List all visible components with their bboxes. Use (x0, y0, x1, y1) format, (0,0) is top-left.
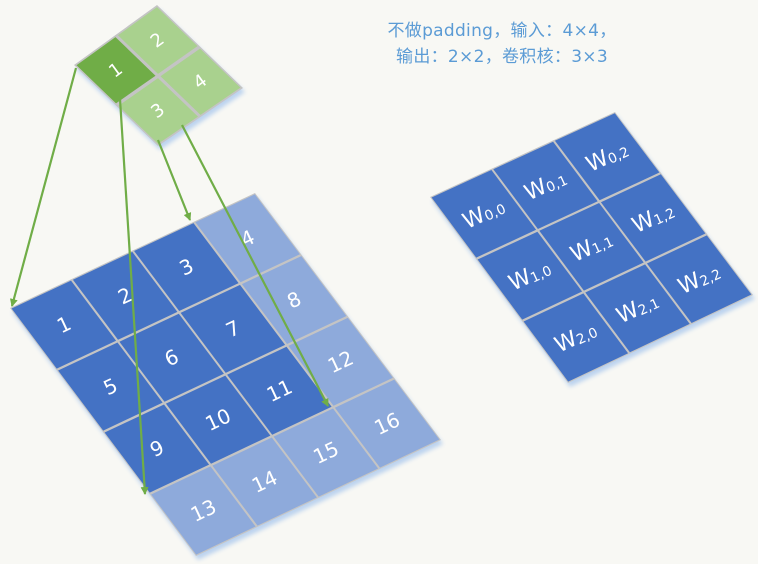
kernel-cell: W2,0 (523, 293, 629, 382)
output-cell-bg (118, 78, 198, 144)
input-cell-bg (227, 346, 332, 435)
output-cell-bg (76, 37, 156, 104)
input-cell: 10 (165, 375, 271, 464)
kernel-cell-bg (477, 231, 583, 320)
kernel-grid: W0,0W0,1W0,2W1,0W1,1W1,2W2,0W2,1W2,2 (430, 112, 755, 387)
kernel-cell-bg (585, 264, 690, 353)
input-cell-bg (180, 284, 286, 373)
arrow-1 (9, 67, 78, 307)
input-cell-bg (273, 408, 379, 497)
kernel-cell-bg (554, 113, 660, 201)
kernel-cell: W0,1 (493, 141, 598, 229)
kernel-cell-bg (646, 235, 752, 323)
input-cell: 2 (72, 251, 178, 340)
input-cell: 7 (180, 284, 286, 373)
kernel-cell-bg (600, 174, 706, 262)
input-cell: 13 (151, 466, 256, 555)
input-cell-bg (119, 313, 224, 402)
input-cell-bg (195, 194, 300, 283)
input-cell: 15 (273, 408, 379, 497)
caption-line-2: 输出：2×2，卷积核：3×3 (396, 47, 608, 67)
arrow-4 (181, 124, 329, 407)
kernel-cell: W0,2 (554, 113, 660, 201)
input-cell: 14 (212, 437, 317, 526)
caption-line-1: 不做padding，输入：4×4， (387, 21, 617, 41)
output-cell-bg (118, 7, 198, 74)
input-cell: 16 (334, 379, 440, 468)
kernel-cell: W2,1 (585, 264, 690, 353)
input-cell-bg (241, 256, 347, 344)
kernel-cell-bg (431, 170, 537, 258)
output-cell: 1 (76, 37, 156, 104)
output-cell: 2 (118, 7, 198, 74)
input-cell: 4 (195, 194, 300, 283)
kernel-cell-bg (523, 293, 629, 382)
input-cell: 3 (134, 223, 239, 311)
kernel-cell-bg (539, 203, 644, 291)
kernel-cell-bg (493, 141, 598, 229)
input-cell-bg (72, 251, 178, 340)
input-cell-bg (134, 223, 239, 311)
kernel-cell: W0,0 (431, 170, 537, 258)
input-cell: 1 (11, 280, 117, 369)
kernel-cell: W1,1 (539, 203, 644, 291)
input-cell-bg (165, 375, 271, 464)
kernel-cell: W1,2 (600, 174, 706, 262)
kernel-cell: W2,2 (646, 235, 752, 323)
input-cell-bg (58, 342, 163, 431)
input-cell: 9 (104, 404, 210, 493)
arrows (9, 67, 329, 495)
caption: 不做padding，输入：4×4， 输出：2×2，卷积核：3×3 (352, 18, 652, 70)
input-cell: 8 (241, 256, 347, 344)
kernel-cell: W1,0 (477, 231, 583, 320)
input-cell-bg (104, 404, 210, 493)
arrow-2 (118, 98, 149, 495)
input-cell: 12 (288, 317, 393, 406)
input-cell: 5 (58, 342, 163, 431)
input-cell-bg (151, 466, 256, 555)
input-cell: 11 (227, 346, 332, 435)
output-cell: 3 (118, 78, 198, 144)
arrow-3 (156, 139, 192, 221)
input-cell-bg (288, 317, 393, 406)
input-cell-bg (11, 280, 117, 369)
input-cell: 6 (119, 313, 224, 402)
input-cell-bg (334, 379, 440, 468)
input-cell-bg (212, 437, 317, 526)
output-cell: 4 (160, 48, 241, 115)
output-cell-bg (160, 48, 241, 115)
